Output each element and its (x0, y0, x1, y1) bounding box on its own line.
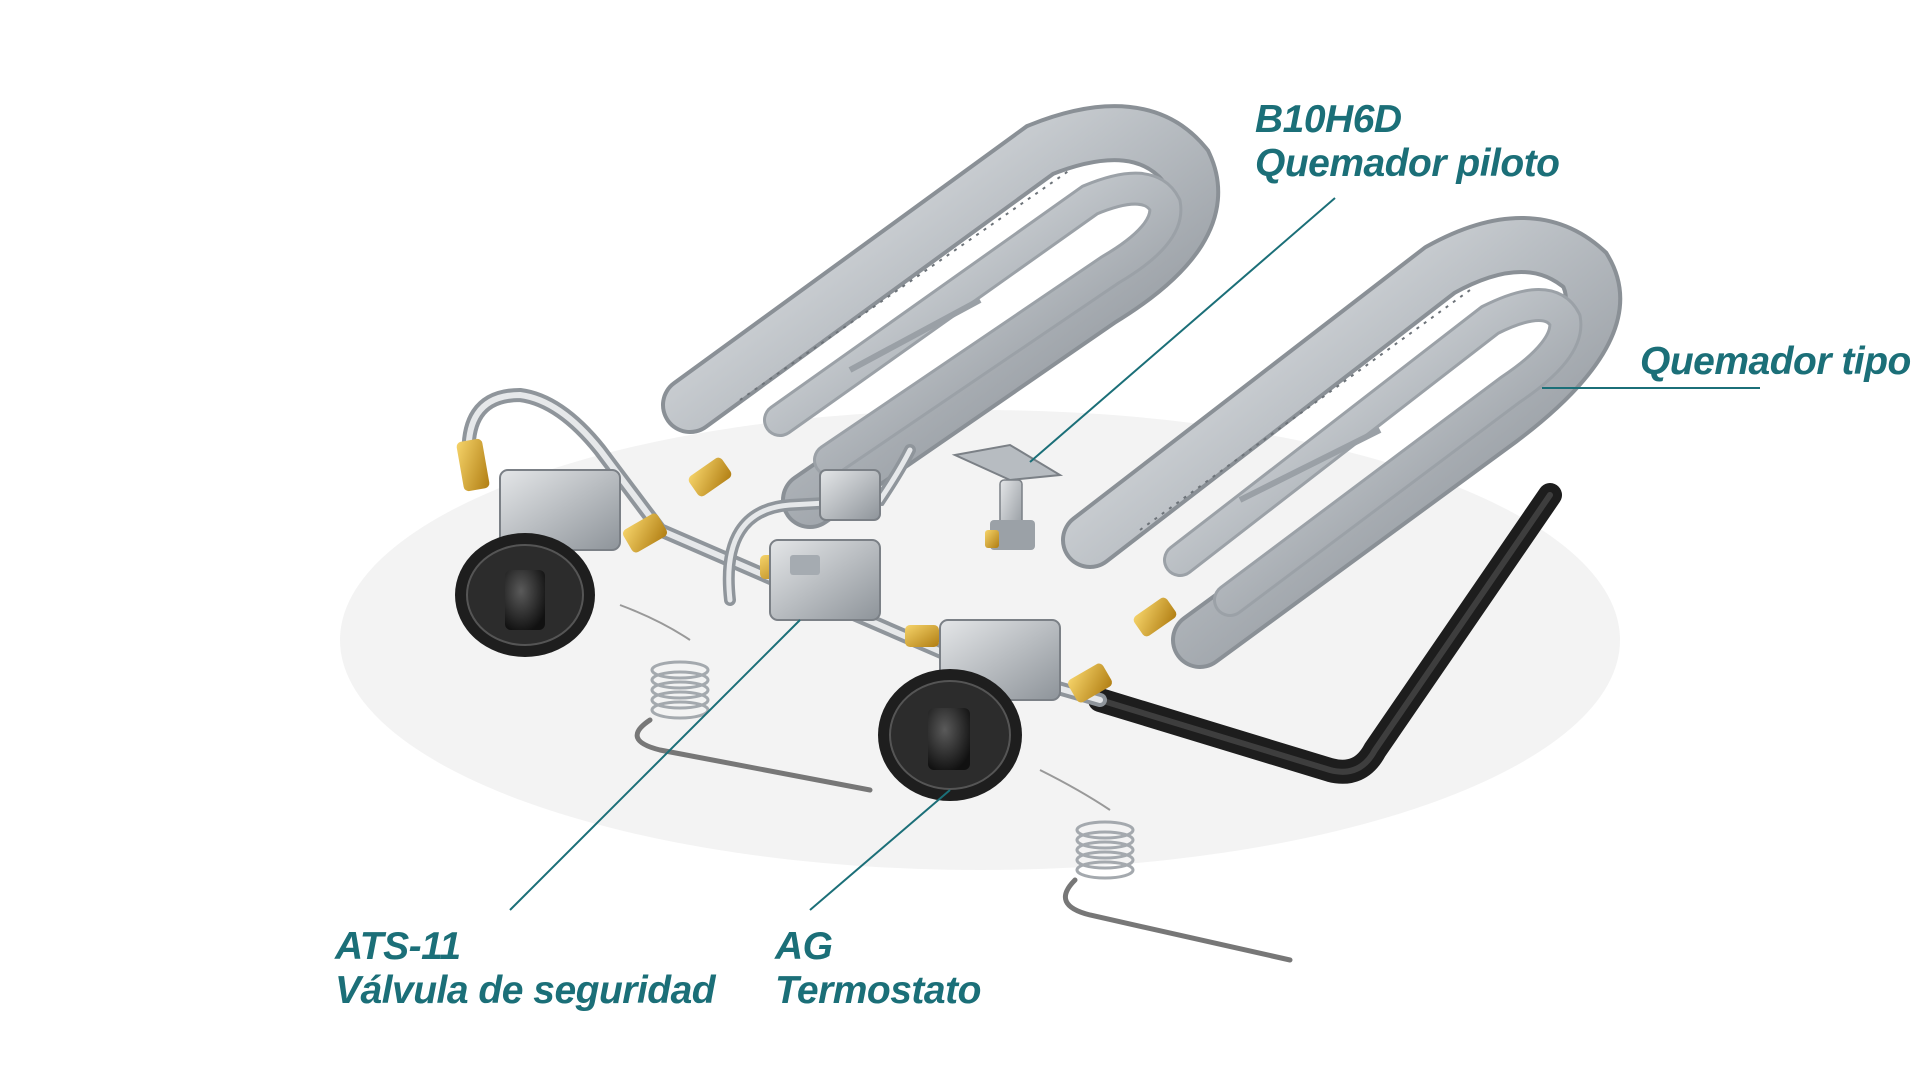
callout-leader-lines (509, 197, 1760, 911)
callout-thermostat-name: Termostato (775, 969, 981, 1012)
left-thermostat-coil (650, 660, 710, 720)
leader-line-thermostat (809, 789, 951, 911)
right-thermostat (878, 619, 1293, 963)
callout-safety-valve: ATS-11 Válvula de seguridad (335, 925, 716, 1013)
safety-valve-body (769, 469, 881, 621)
right-thermostat-coil (1075, 820, 1135, 880)
pilot-burner (951, 443, 1064, 550)
left-burner-tube (661, 104, 1221, 529)
leader-line-safety-valve (509, 619, 801, 911)
callout-safety-valve-code: ATS-11 (335, 925, 461, 968)
callout-pilot-name: Quemador piloto (1255, 142, 1560, 185)
left-thermostat (455, 469, 873, 793)
manifold-tubing (461, 387, 1107, 707)
leader-line-pilot (1029, 197, 1336, 463)
callout-pilot-code: B10H6D (1255, 98, 1402, 141)
callout-safety-valve-name: Válvula de seguridad (335, 969, 716, 1012)
callout-pilot-burner: B10H6D Quemador piloto (1255, 98, 1560, 186)
callout-burner-type-e: Quemador tipo E (1640, 340, 1920, 384)
callout-thermostat: AG Termostato (775, 925, 981, 1013)
right-burner-tube (1061, 216, 1622, 669)
callout-thermostat-code: AG (775, 925, 833, 968)
callout-burner-name: Quemador tipo E (1640, 340, 1920, 383)
